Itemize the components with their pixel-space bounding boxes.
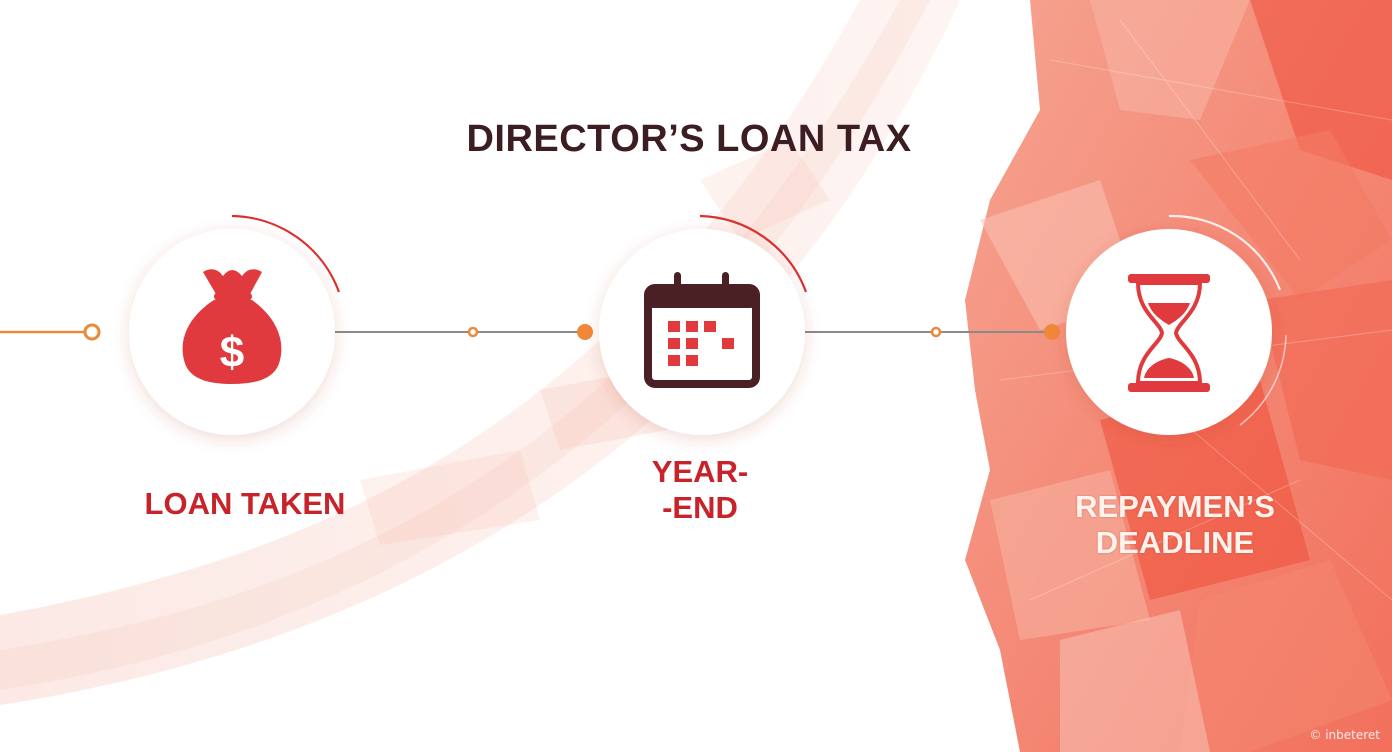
step-label-line: -END bbox=[662, 490, 738, 525]
step-label-year-end: YEAR- -END bbox=[600, 454, 800, 526]
background-shard bbox=[360, 450, 540, 545]
diagram-title: DIRECTOR’S LOAN TAX bbox=[466, 118, 912, 160]
step-loan-taken: $ bbox=[129, 214, 341, 435]
progress-arc bbox=[699, 214, 808, 293]
step-label-line: REPAYMEN’S bbox=[1075, 489, 1275, 524]
step-label-line: LOAN TAKEN bbox=[144, 486, 346, 521]
coral-facet bbox=[1190, 130, 1392, 300]
coral-facet bbox=[1180, 560, 1392, 752]
hourglass-icon bbox=[1128, 274, 1210, 392]
step-label-line: YEAR- bbox=[651, 454, 749, 489]
coral-facet bbox=[1100, 380, 1310, 600]
step-circle bbox=[599, 229, 805, 435]
money-bag-icon: $ bbox=[182, 269, 282, 384]
svg-text:$: $ bbox=[220, 328, 244, 377]
coral-facet bbox=[1250, 0, 1392, 180]
step-label-repayment-deadline: REPAYMEN’S DEADLINE bbox=[1025, 489, 1325, 561]
connector-node bbox=[577, 324, 593, 340]
watermark: © inbeteret bbox=[1309, 728, 1380, 742]
connector-node bbox=[83, 323, 101, 341]
background-shard bbox=[700, 140, 830, 240]
coral-facet bbox=[990, 470, 1150, 640]
connector-node bbox=[930, 326, 942, 338]
coral-facet bbox=[1060, 610, 1210, 752]
background-arc bbox=[0, 0, 960, 705]
progress-arc bbox=[1168, 214, 1282, 291]
calendar-icon bbox=[644, 272, 760, 388]
coral-facet bbox=[1260, 280, 1392, 480]
connector-node bbox=[1044, 324, 1060, 340]
step-label-line: DEADLINE bbox=[1095, 525, 1255, 560]
progress-arc-lower bbox=[1239, 334, 1287, 426]
step-label-loan-taken: LOAN TAKEN bbox=[95, 486, 395, 522]
step-year-end bbox=[599, 214, 808, 435]
coral-facet bbox=[1090, 0, 1250, 120]
connector-node bbox=[467, 326, 479, 338]
progress-arc bbox=[231, 214, 341, 293]
connector-nodes bbox=[83, 323, 1060, 341]
step-circle bbox=[1066, 229, 1272, 435]
step-repayment-deadline bbox=[1066, 214, 1287, 435]
